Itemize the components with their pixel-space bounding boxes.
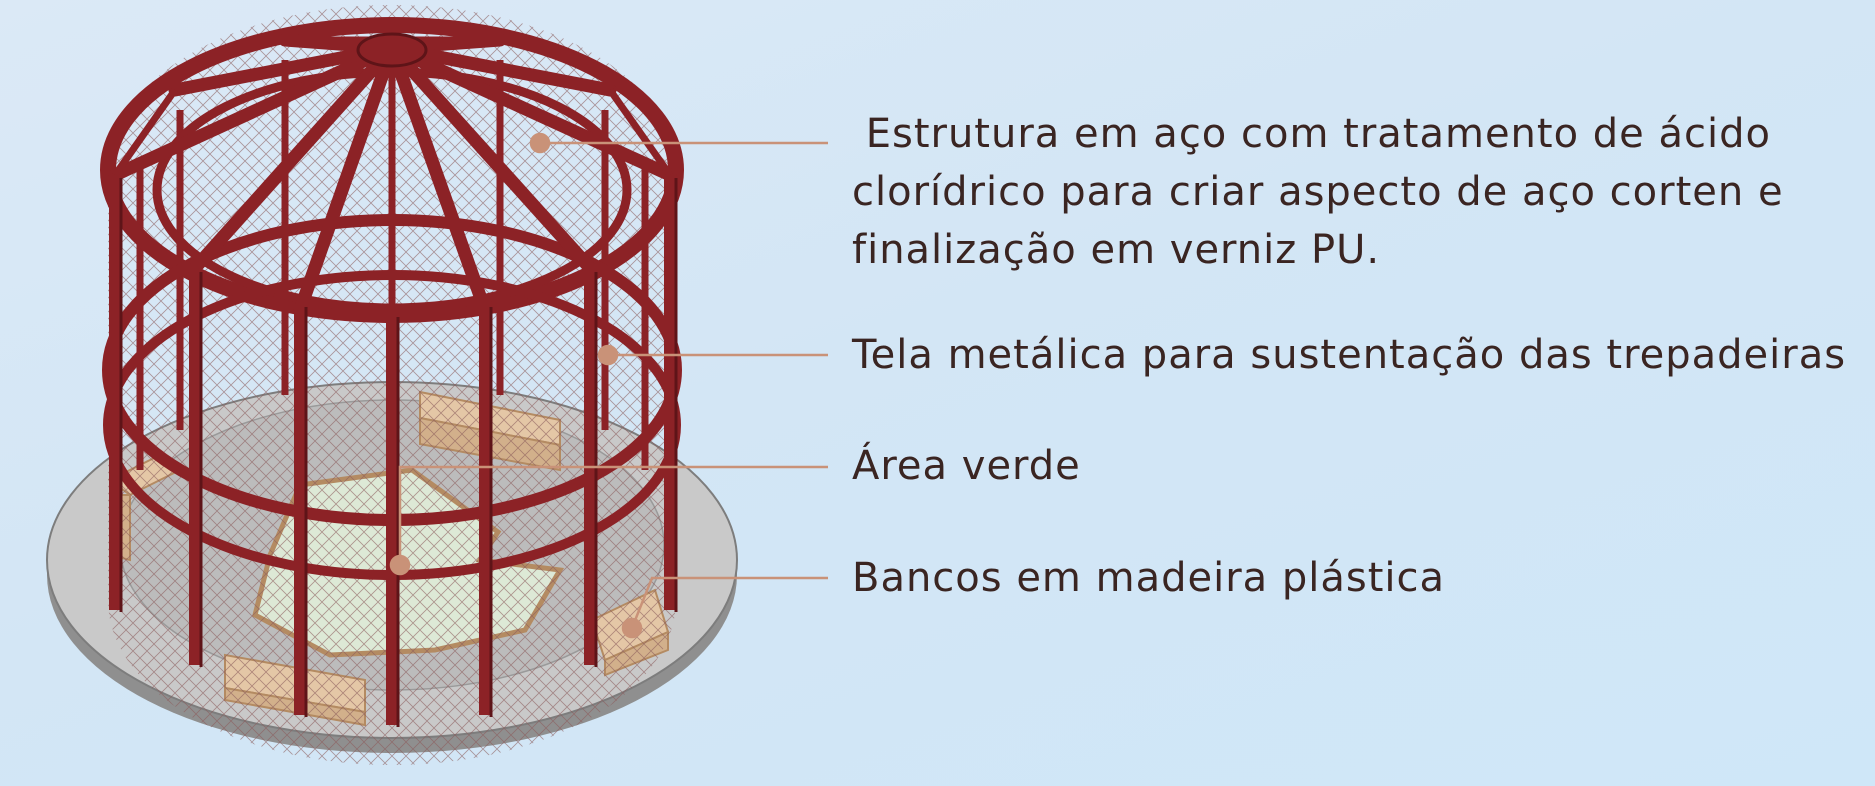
leader-lines bbox=[389, 132, 828, 639]
front-post-shadows bbox=[119, 178, 678, 727]
label-bancos: Bancos em madeira plástica bbox=[852, 549, 1445, 607]
leader-area-verde bbox=[389, 465, 828, 576]
roof-hub bbox=[356, 32, 428, 68]
label-area-verde: Área verde bbox=[852, 437, 1081, 495]
label-line: Área verde bbox=[852, 443, 1081, 489]
label-line: Tela metálica para sustentação das trepa… bbox=[852, 332, 1847, 378]
leader-estrutura bbox=[529, 132, 828, 154]
label-line: clorídrico para criar aspecto de aço cor… bbox=[852, 169, 1784, 215]
leader-tela bbox=[597, 344, 828, 366]
top-inner-ring bbox=[152, 67, 632, 313]
label-tela: Tela metálica para sustentação das trepa… bbox=[852, 326, 1846, 384]
leader-bancos bbox=[621, 576, 828, 639]
label-estrutura: Estrutura em aço com tratamento de ácido… bbox=[852, 105, 1784, 279]
label-line: Bancos em madeira plástica bbox=[852, 555, 1446, 601]
label-line: finalização em verniz PU. bbox=[852, 227, 1381, 273]
label-line: Estrutura em aço com tratamento de ácido bbox=[852, 111, 1771, 157]
roof-beams bbox=[108, 33, 677, 317]
front-posts bbox=[109, 175, 676, 725]
